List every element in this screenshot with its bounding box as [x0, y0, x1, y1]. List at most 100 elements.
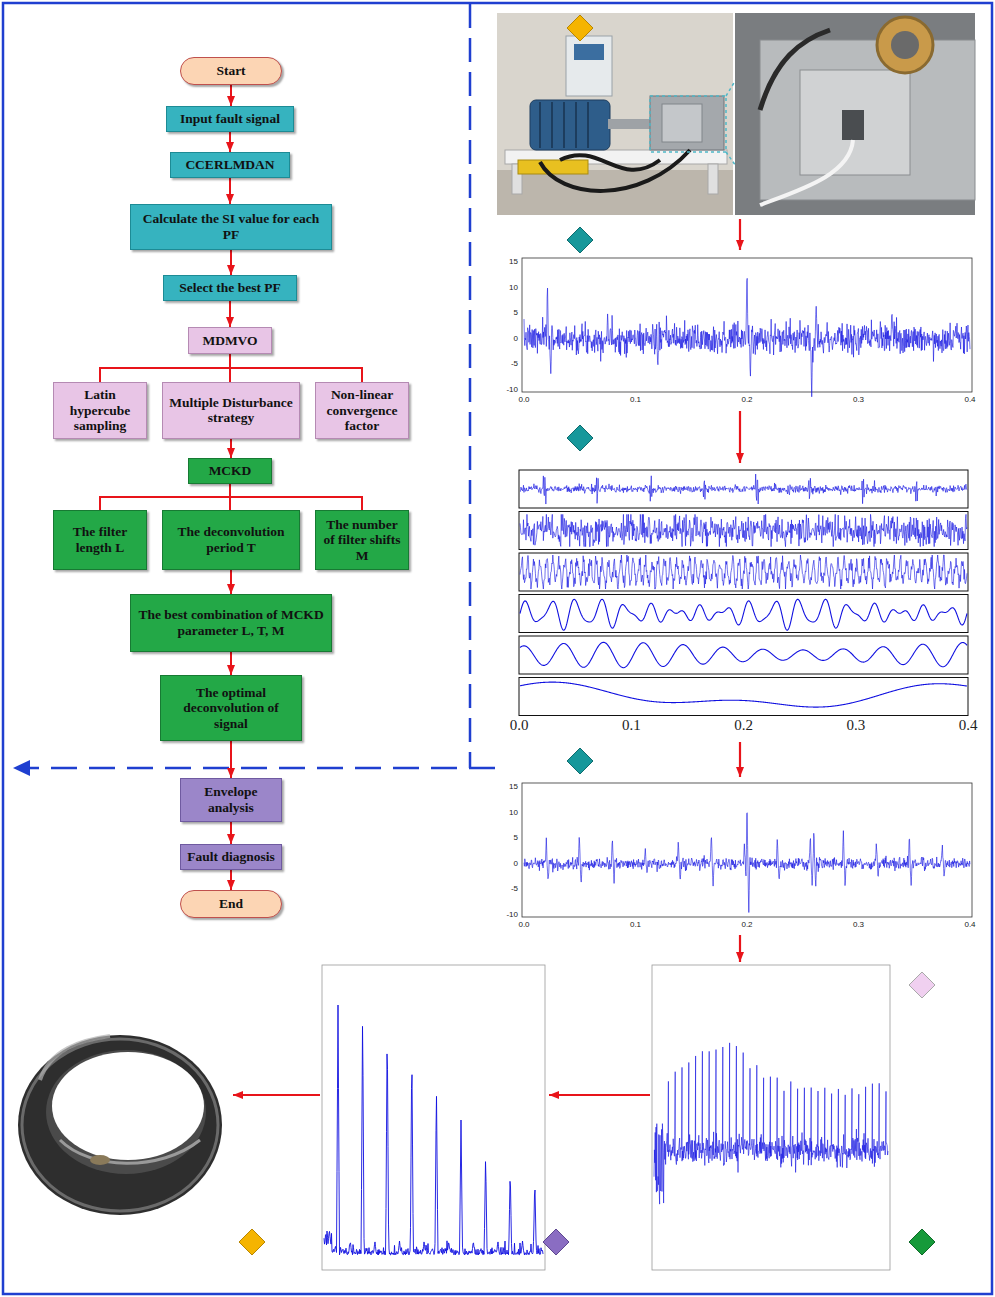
- flow-connector: [230, 822, 232, 844]
- node-text: The number of filter shifts M: [320, 517, 404, 564]
- node-text: Envelope analysis: [185, 784, 277, 815]
- flow-connector: [100, 484, 230, 510]
- component-strip: [519, 553, 968, 591]
- component-strip: [519, 636, 968, 674]
- flow-connector: [230, 354, 362, 382]
- process-box: The filter length L: [53, 510, 147, 570]
- axis-tick-label: 0.0: [510, 718, 529, 733]
- axis-tick-label: 0: [514, 860, 518, 868]
- flow-arrow: [233, 219, 740, 1095]
- process-box: The best combination of MCKD parameter L…: [130, 594, 332, 652]
- panel-divider: [28, 767, 495, 770]
- signal-trace: [324, 1005, 543, 1255]
- signal-trace: [520, 599, 967, 630]
- flow-connector: [230, 484, 362, 510]
- flow-connector: [230, 652, 232, 675]
- plot-axes: [522, 783, 972, 917]
- component-strip: [519, 512, 968, 550]
- node-text: Non-linear convergence factor: [320, 387, 404, 434]
- node-text: Fault diagnosis: [187, 849, 274, 865]
- flow-connector: [229, 178, 231, 204]
- process-box: The number of filter shifts M: [315, 510, 409, 570]
- axis-tick-label: 0.4: [964, 921, 975, 929]
- signal-trace: [520, 474, 967, 504]
- process-box: Select the best PF: [163, 275, 297, 301]
- node-text: The filter length L: [58, 524, 142, 555]
- axis-tick-label: -10: [506, 911, 518, 919]
- component-strip: [519, 678, 968, 716]
- axis-tick-label: 0.1: [630, 396, 641, 404]
- axis-tick-label: -5: [511, 885, 518, 893]
- axis-tick-label: 0.1: [630, 921, 641, 929]
- node-text: Multiple Disturbance strategy: [167, 395, 295, 426]
- signal-trace: [520, 642, 967, 667]
- node-text: End: [219, 896, 243, 912]
- step-marker: [239, 15, 935, 1255]
- signal-trace: [654, 1043, 888, 1204]
- signal-trace: [524, 278, 970, 396]
- signal-trace: [520, 682, 967, 707]
- process-box: Input fault signal: [166, 106, 294, 132]
- plot-frame: [322, 965, 545, 1270]
- signal-trace: [520, 514, 967, 546]
- node-text: MCKD: [209, 463, 252, 479]
- axis-tick-label: 0.0: [518, 396, 529, 404]
- node-text: Start: [216, 63, 245, 79]
- axis-tick-label: 10: [509, 284, 518, 292]
- axis-tick-label: -10: [506, 386, 518, 394]
- process-box: MDMVO: [188, 327, 272, 354]
- axis-tick-label: 5: [514, 309, 518, 317]
- axis-tick-label: 0.0: [518, 921, 529, 929]
- process-box: Calculate the SI value for each PF: [130, 204, 332, 250]
- divider-arrowhead: [13, 760, 30, 776]
- signal-trace: [524, 813, 970, 913]
- plot-axes: [522, 258, 972, 392]
- axis-tick-label: 0.3: [853, 921, 864, 929]
- test-rig-photo: [497, 13, 760, 215]
- process-box: Non-linear convergence factor: [315, 382, 409, 439]
- axis-tick-label: 0.3: [846, 718, 865, 733]
- axis-tick-label: 15: [509, 783, 518, 791]
- process-box: Multiple Disturbance strategy: [162, 382, 300, 439]
- axis-tick-label: 5: [514, 834, 518, 842]
- flow-connector: [230, 85, 232, 106]
- axis-tick-label: 10: [509, 809, 518, 817]
- axis-tick-label: 0.3: [853, 396, 864, 404]
- flow-connector: [230, 870, 232, 890]
- process-box: The optimal deconvolution of signal: [160, 675, 302, 741]
- outer-frame: [3, 3, 992, 1294]
- process-box: Latin hypercube sampling: [53, 382, 147, 439]
- flow-connector: [100, 354, 230, 382]
- flow-connector: [230, 570, 232, 594]
- flow-connector: [229, 301, 231, 327]
- plot-frame: [652, 965, 890, 1270]
- node-text: Input fault signal: [180, 111, 280, 127]
- process-box: MCKD: [188, 458, 272, 484]
- panel-divider: [469, 4, 472, 768]
- axis-tick-label: 0.2: [741, 921, 752, 929]
- node-text: The deconvolution period T: [167, 524, 295, 555]
- component-strip: [519, 470, 968, 508]
- node-text: MDMVO: [202, 333, 257, 349]
- node-text: Select the best PF: [179, 280, 281, 296]
- node-text: Calculate the SI value for each PF: [135, 211, 327, 242]
- node-text: CCERLMDAN: [185, 157, 274, 173]
- terminal-pill: End: [180, 890, 282, 918]
- axis-tick-label: 15: [509, 258, 518, 266]
- process-box: CCERLMDAN: [170, 152, 290, 178]
- node-text: Latin hypercube sampling: [58, 387, 142, 434]
- axis-tick-label: -5: [511, 360, 518, 368]
- axis-tick-label: 0.4: [959, 718, 978, 733]
- bearing-closeup-photo: [735, 13, 975, 215]
- node-text: The optimal deconvolution of signal: [165, 685, 297, 732]
- process-box: Envelope analysis: [180, 778, 282, 822]
- process-box: Fault diagnosis: [180, 844, 282, 870]
- terminal-pill: Start: [180, 57, 282, 85]
- signal-trace: [520, 555, 967, 589]
- axis-tick-label: 0.2: [734, 718, 753, 733]
- flow-connector: [230, 741, 232, 778]
- flow-connector: [229, 132, 231, 152]
- node-text: The best combination of MCKD parameter L…: [135, 607, 327, 638]
- axis-tick-label: 0.2: [741, 396, 752, 404]
- axis-tick-label: 0: [514, 335, 518, 343]
